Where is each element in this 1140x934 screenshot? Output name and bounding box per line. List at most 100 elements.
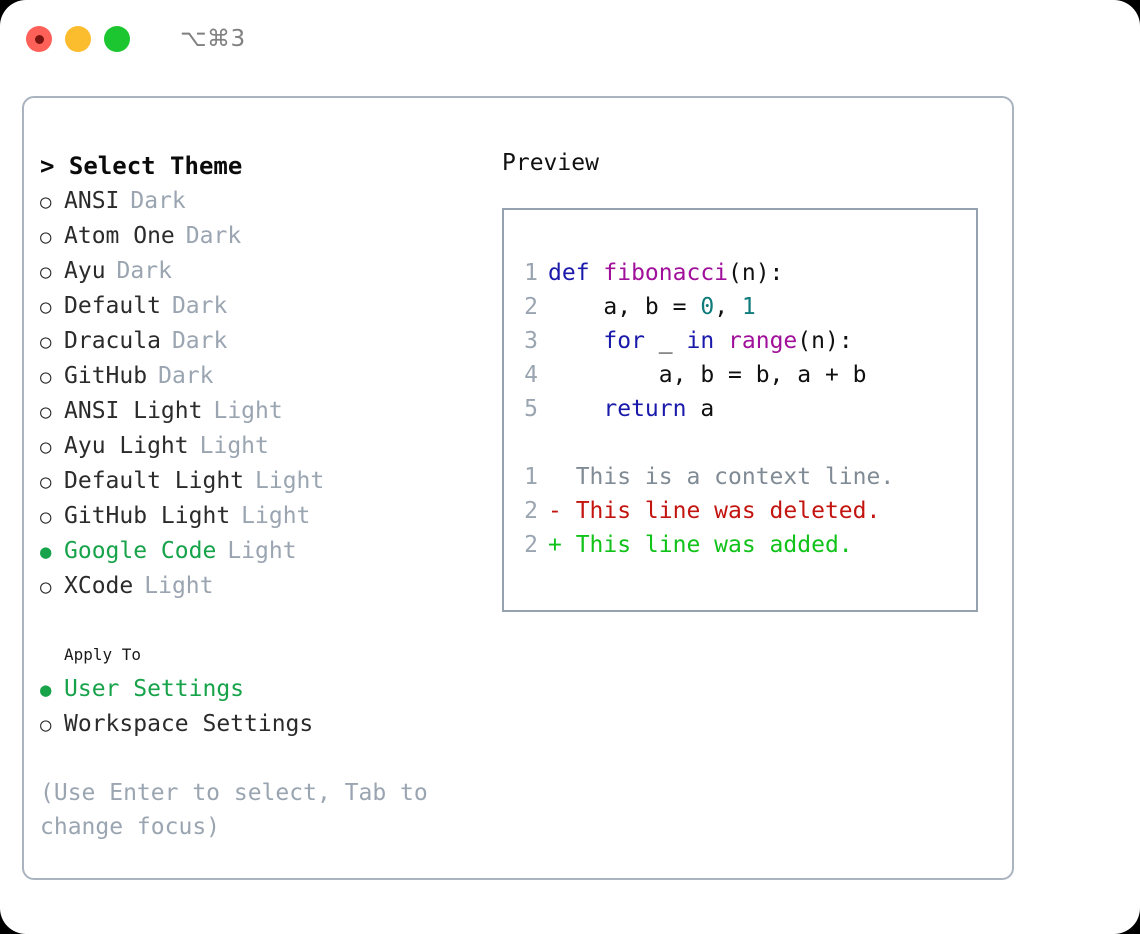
theme-variant-badge: Dark (171, 328, 228, 354)
radio-selected-icon[interactable]: ● (40, 679, 52, 701)
apply-to-item[interactable]: ●User Settings (40, 672, 484, 707)
code-token: 1 (741, 294, 756, 320)
radio-unselected-icon[interactable]: ○ (40, 436, 52, 458)
theme-name: Default (64, 293, 161, 319)
line-number: 3 (524, 328, 538, 354)
code-token (548, 396, 603, 422)
radio-unselected-icon[interactable]: ○ (40, 296, 52, 318)
keyboard-hint-text: (Use Enter to select, Tab to change focu… (40, 780, 442, 840)
radio-unselected-icon[interactable]: ○ (40, 714, 52, 736)
code-line: 5 return a (504, 392, 976, 426)
theme-list-item[interactable]: ○ Default Dark (40, 289, 484, 324)
code-line: 1 def fibonacci(n): (504, 256, 976, 290)
code-text: return a (548, 392, 714, 426)
theme-list-item[interactable]: ○ Ayu Dark (40, 254, 484, 289)
window-controls (26, 26, 130, 52)
diff-sample: 1 This is a context line.2- This line wa… (504, 460, 976, 562)
code-token: in (686, 328, 715, 354)
theme-variant-badge: Dark (116, 258, 172, 284)
code-token: , (714, 294, 742, 320)
theme-name: Atom One (64, 223, 175, 249)
theme-variant-badge: Light (227, 538, 297, 564)
theme-variant-badge: Dark (130, 188, 186, 214)
apply-to-label: Workspace Settings (64, 711, 314, 737)
theme-name: GitHub Light (64, 503, 231, 529)
radio-unselected-icon[interactable]: ○ (40, 331, 52, 353)
theme-list-item[interactable]: ○ Ayu Light Light (40, 429, 484, 464)
theme-picker-header: > Select Theme (40, 152, 243, 180)
window-titlebar: ⌥⌘3 (0, 0, 1140, 78)
theme-name: GitHub (64, 363, 148, 389)
code-token: a, b = b, a + b (548, 362, 867, 388)
code-token: a (686, 396, 715, 422)
code-token: a, b = (548, 294, 701, 320)
diff-line: 1 This is a context line. (504, 460, 976, 494)
code-token: fibonacci (603, 260, 729, 286)
theme-list-item[interactable]: ○ Dracula Dark (40, 324, 484, 359)
radio-unselected-icon[interactable]: ○ (40, 226, 52, 248)
apply-to-header: Apply To (64, 645, 142, 664)
radio-unselected-icon[interactable]: ○ (40, 471, 52, 493)
radio-unselected-icon[interactable]: ○ (40, 506, 52, 528)
theme-list-item[interactable]: ○ Atom One Dark (40, 219, 484, 254)
code-text: a, b = 0, 1 (548, 290, 756, 324)
code-token: def (548, 260, 604, 286)
code-token: for (603, 328, 645, 354)
keyboard-shortcut-label: ⌥⌘3 (180, 26, 246, 52)
apply-to-item[interactable]: ○ Workspace Settings (40, 707, 484, 742)
diff-line: 2- This line was deleted. (504, 494, 976, 528)
code-token: range (728, 328, 798, 354)
theme-variant-badge: Light (255, 468, 325, 494)
theme-list-item[interactable]: ○ GitHub Light Light (40, 499, 484, 534)
radio-unselected-icon[interactable]: ○ (40, 401, 52, 423)
code-text: def fibonacci(n): (548, 256, 783, 290)
line-number: 1 (524, 260, 538, 286)
code-line: 3 for _ in range(n): (504, 324, 976, 358)
radio-unselected-icon[interactable]: ○ (40, 366, 52, 388)
theme-name: Dracula (64, 328, 161, 354)
code-token: return (603, 396, 687, 422)
theme-list-item[interactable]: ○ Default Light Light (40, 464, 484, 499)
theme-variant-badge: Dark (171, 293, 228, 319)
theme-name: Ayu Light (64, 433, 189, 459)
apply-to-list[interactable]: ●User Settings ○ Workspace Settings (40, 672, 484, 742)
minimize-button[interactable] (65, 26, 91, 52)
code-line: 4 a, b = b, a + b (504, 358, 976, 392)
theme-variant-badge: Dark (185, 223, 242, 249)
line-number: 1 (524, 464, 538, 490)
radio-selected-icon[interactable]: ● (40, 541, 52, 563)
theme-variant-badge: Light (213, 398, 283, 424)
diff-line: 2+ This line was added. (504, 528, 976, 562)
code-token: (n): (728, 260, 784, 286)
radio-unselected-icon[interactable]: ○ (40, 191, 52, 213)
code-text: a, b = b, a + b (548, 358, 867, 392)
section-spacer (40, 604, 484, 638)
radio-unselected-icon[interactable]: ○ (40, 261, 52, 283)
line-number: 2 (524, 498, 538, 524)
code-token (714, 328, 728, 354)
code-text: for _ in range(n): (548, 324, 853, 358)
theme-name: Default Light (64, 468, 245, 494)
maximize-button[interactable] (104, 26, 130, 52)
theme-variant-badge: Light (241, 503, 311, 529)
code-token: (n): (797, 328, 853, 354)
theme-list-item[interactable]: ○ ANSI Dark (40, 184, 484, 219)
line-number: 4 (524, 362, 538, 388)
close-button[interactable] (26, 26, 52, 52)
code-token: _ (644, 328, 687, 354)
radio-unselected-icon[interactable]: ○ (40, 576, 52, 598)
theme-variant-badge: Light (199, 433, 269, 459)
theme-name: ANSI (64, 188, 120, 214)
theme-name: Ayu (64, 258, 106, 284)
theme-variant-badge: Light (144, 573, 214, 599)
